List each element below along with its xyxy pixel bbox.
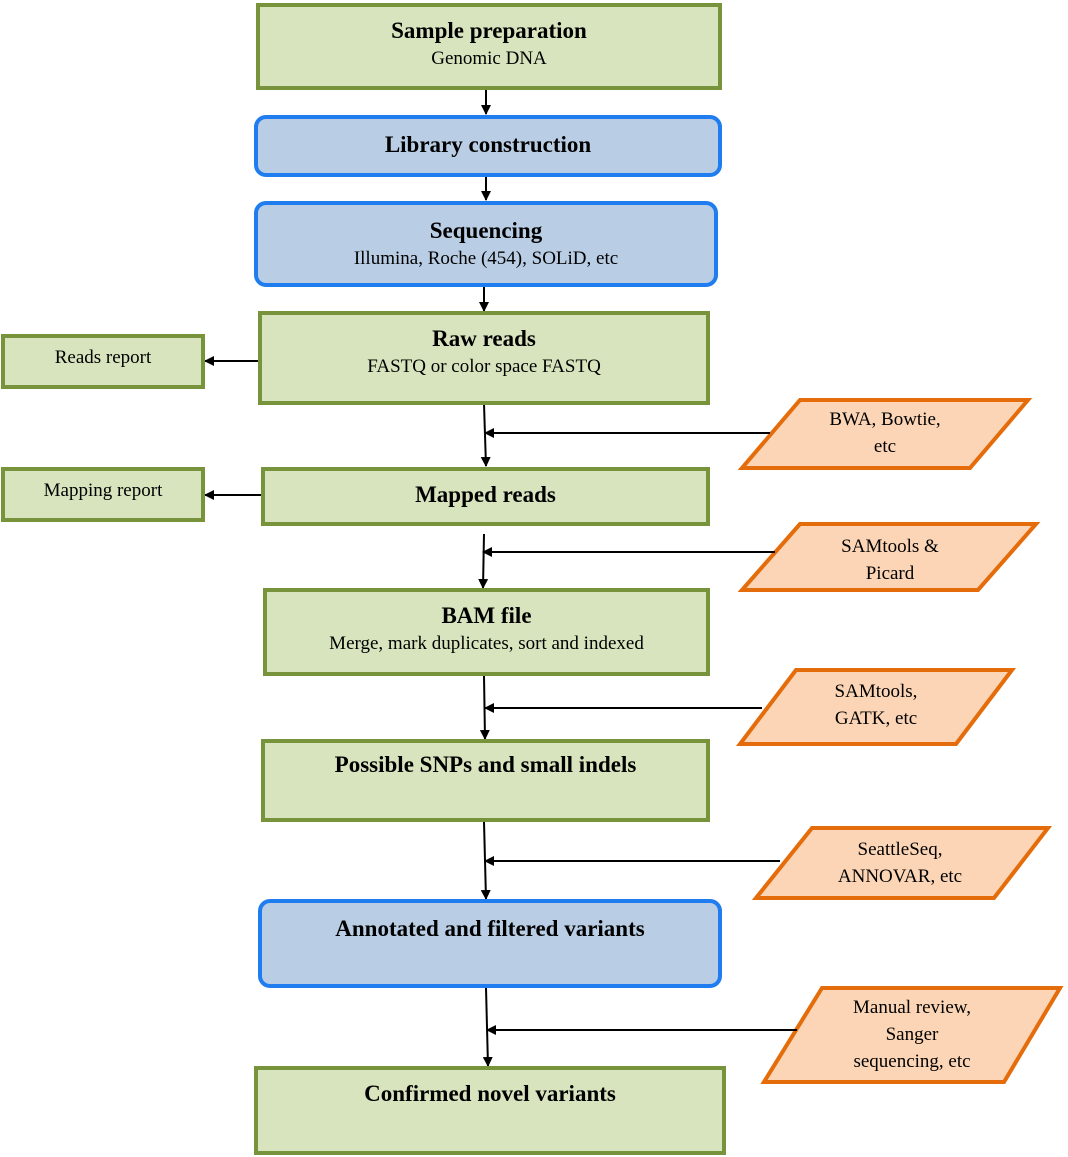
tool-label-samtools-picard: SAMtools & Picard bbox=[790, 533, 990, 587]
tool-line: Sanger bbox=[885, 1024, 939, 1045]
step-subtitle: FASTQ or color space FASTQ bbox=[367, 356, 601, 377]
tool-shape-seattleseq bbox=[751, 826, 1053, 900]
step-raw-reads: Raw reads FASTQ or color space FASTQ bbox=[258, 311, 710, 405]
report-label: Mapping report bbox=[43, 480, 163, 501]
tool-line: Manual review, bbox=[853, 997, 971, 1018]
tool-line: Picard bbox=[865, 563, 915, 584]
tool-shape-samtools-picard bbox=[737, 522, 1041, 592]
step-subtitle: Merge, mark duplicates, sort and indexed bbox=[329, 633, 644, 654]
tool-line: BWA, Bowtie, bbox=[829, 409, 941, 430]
tool-shape-bwa bbox=[737, 398, 1033, 470]
step-title: Possible SNPs and small indels bbox=[334, 752, 637, 777]
tool-label-samtools-gatk: SAMtools, GATK, etc bbox=[776, 678, 976, 732]
step-confirmed-variants: Confirmed novel variants bbox=[254, 1066, 726, 1155]
tool-line: sequencing, etc bbox=[853, 1051, 971, 1072]
tool-line: SeattleSeq, bbox=[857, 839, 943, 860]
step-title: Sample preparation bbox=[391, 18, 587, 43]
tool-line: SAMtools & bbox=[841, 536, 939, 557]
step-subtitle: Illumina, Roche (454), SOLiD, etc bbox=[353, 248, 619, 269]
tool-line: SAMtools, bbox=[834, 681, 918, 702]
reads-report-box: Reads report bbox=[1, 334, 205, 389]
report-label: Reads report bbox=[54, 347, 152, 368]
tool-shape-samtools-gatk bbox=[735, 668, 1017, 746]
arrow-bam-to-snps bbox=[479, 675, 490, 740]
step-mapped-reads: Mapped reads bbox=[261, 467, 710, 526]
step-title: Library construction bbox=[384, 132, 592, 157]
tool-line: etc bbox=[873, 436, 897, 457]
step-possible-snps: Possible SNPs and small indels bbox=[261, 739, 710, 822]
step-sequencing: Sequencing Illumina, Roche (454), SOLiD,… bbox=[254, 201, 718, 287]
arrow-annotated-to-confirmed bbox=[482, 987, 493, 1067]
tool-line: ANNOVAR, etc bbox=[837, 866, 963, 887]
step-title: Raw reads bbox=[432, 326, 536, 351]
step-subtitle: Genomic DNA bbox=[431, 48, 547, 69]
step-title: Sequencing bbox=[429, 218, 543, 243]
arrow-raw-to-mapped bbox=[480, 403, 491, 467]
mapping-report-box: Mapping report bbox=[1, 467, 205, 522]
tool-label-bwa: BWA, Bowtie, etc bbox=[785, 406, 985, 460]
step-sample-preparation: Sample preparation Genomic DNA bbox=[256, 3, 722, 90]
tool-line: GATK, etc bbox=[834, 708, 918, 729]
step-title: Annotated and filtered variants bbox=[335, 916, 645, 941]
tool-shape-manual bbox=[760, 986, 1064, 1084]
step-title: BAM file bbox=[441, 603, 532, 628]
step-bam-file: BAM file Merge, mark duplicates, sort an… bbox=[263, 588, 710, 676]
tool-label-seattleseq: SeattleSeq, ANNOVAR, etc bbox=[800, 836, 1000, 890]
arrow-mapped-to-bam bbox=[478, 533, 489, 589]
step-title: Confirmed novel variants bbox=[364, 1081, 616, 1106]
tool-label-manual: Manual review, Sanger sequencing, etc bbox=[812, 994, 1012, 1075]
step-library-construction: Library construction bbox=[254, 115, 722, 177]
step-title: Mapped reads bbox=[415, 482, 556, 507]
step-annotated-variants: Annotated and filtered variants bbox=[258, 899, 722, 988]
